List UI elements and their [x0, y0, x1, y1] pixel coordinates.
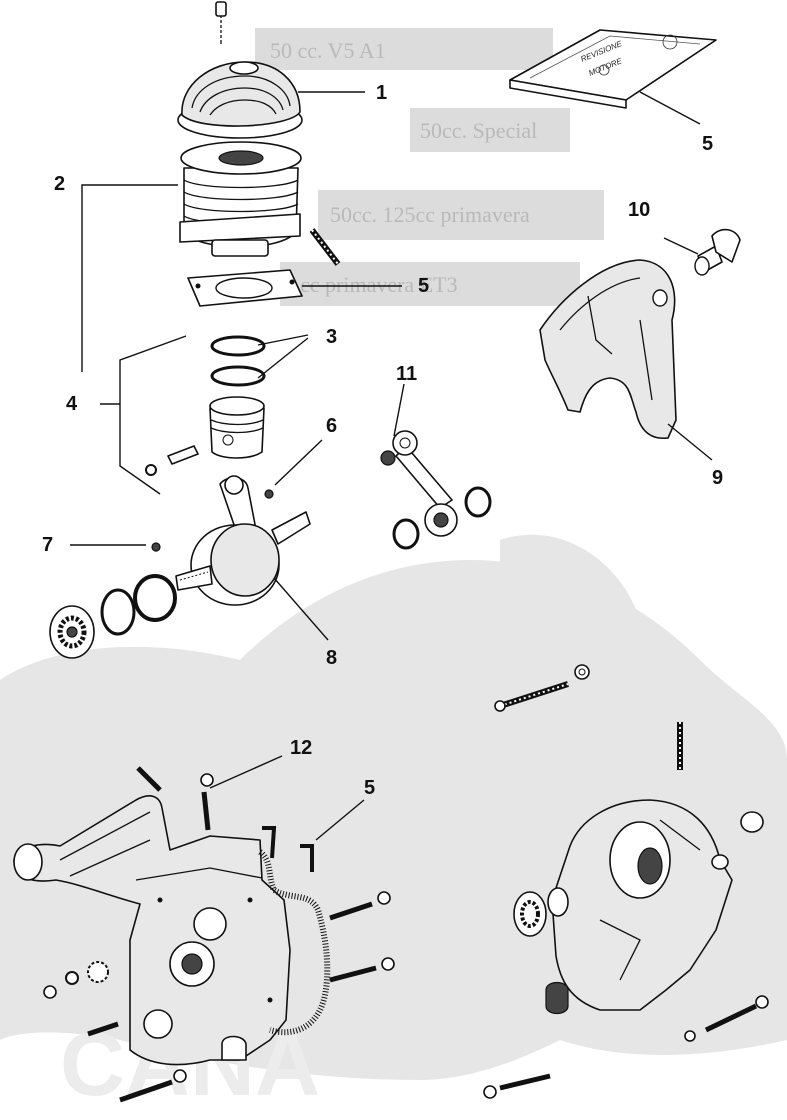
service-manual: REVISIONE MOTORE [509, 29, 717, 109]
watermark-box [318, 190, 604, 240]
crankcase-left-half [13, 795, 291, 1066]
crankcase-gasket [258, 826, 331, 1036]
callout-8: 8 [326, 647, 337, 669]
callout-6: 6 [326, 415, 337, 437]
cylinder-head-bolt [215, 1, 227, 44]
piston-rings [210, 335, 266, 387]
watermark-row: 50 cc. V5 A1 [270, 38, 386, 63]
crankshaft [175, 475, 311, 606]
leader-lines [70, 91, 713, 841]
callout-9: 9 [712, 467, 723, 489]
cooling-shroud [539, 259, 677, 439]
callout-3: 3 [326, 326, 337, 348]
main-bearing-set [49, 574, 177, 659]
watermark-box [410, 108, 570, 152]
scooter-wheel [500, 534, 640, 635]
callout-10: 10 [628, 199, 650, 221]
callout-5-gasket: 5 [418, 275, 429, 297]
callout-11: 11 [396, 363, 417, 385]
watermark-row: 50cc. Special [420, 118, 537, 143]
cylinder-head [177, 61, 303, 139]
cylinder-base-gasket [187, 269, 303, 307]
crankcase-bolt-long [494, 664, 590, 712]
kickstart-gear [43, 961, 109, 999]
crankcase-right-half [513, 799, 764, 1015]
watermark-row: cc primavera ET3 [300, 272, 458, 297]
piston-pin [145, 445, 274, 552]
callout-5-manual: 5 [702, 133, 713, 155]
callout-7: 7 [42, 534, 53, 556]
watermark-row: 50cc. 125cc primavera [330, 202, 530, 227]
callout-1: 1 [376, 82, 387, 104]
callout-5-crankcase-gasket: 5 [364, 777, 375, 799]
piston [209, 396, 265, 459]
callout-4: 4 [66, 393, 78, 415]
watermark-box [280, 262, 580, 306]
spark-plug-cap [694, 228, 741, 276]
cylinder-stud [309, 228, 341, 266]
callout-12: 12 [290, 737, 312, 759]
studs-lower-right [483, 995, 769, 1099]
connecting-rod-kit [380, 430, 492, 550]
callout-2: 2 [54, 173, 65, 195]
watermark-box [255, 28, 553, 70]
cylinder [179, 141, 302, 257]
studs-lower-left [87, 766, 395, 1103]
callout-labels: 1 2 3 4 5 5 5 6 7 8 9 10 11 12 [42, 82, 723, 799]
